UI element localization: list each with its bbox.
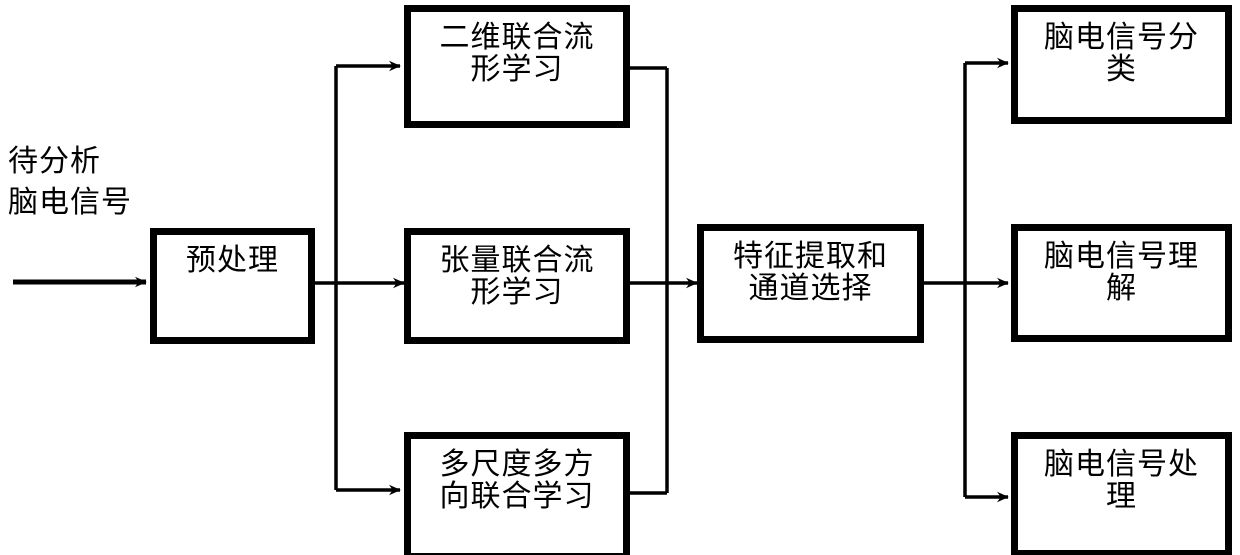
connector-branches-to-feature	[630, 66, 698, 495]
node-two-dim-manifold[interactable]: 二维联合流 形学习	[404, 5, 630, 128]
node-tensor-manifold-label: 张量联合流 形学习	[439, 243, 595, 311]
node-feature-channel-label: 特征提取和 通道选择	[733, 239, 888, 307]
connector-preprocess-to-bus	[315, 60, 405, 496]
node-preprocess[interactable]: 预处理	[150, 228, 315, 344]
node-processing-label: 脑电信号处 理	[1044, 447, 1199, 515]
node-feature-channel[interactable]: 特征提取和 通道选择	[697, 224, 924, 343]
node-processing[interactable]: 脑电信号处 理	[1011, 432, 1232, 555]
node-preprocess-label: 预处理	[186, 243, 279, 278]
node-understanding-label: 脑电信号理 解	[1044, 239, 1199, 307]
node-two-dim-manifold-label: 二维联合流 形学习	[439, 20, 595, 88]
node-understanding[interactable]: 脑电信号理 解	[1011, 224, 1232, 342]
connector-feature-to-outputs	[924, 57, 1009, 503]
node-classification[interactable]: 脑电信号分 类	[1011, 5, 1232, 124]
node-tensor-manifold[interactable]: 张量联合流 形学习	[404, 228, 630, 344]
source-label: 待分析 脑电信号	[8, 144, 132, 221]
node-multiscale-learning[interactable]: 多尺度多方 向联合学习	[404, 432, 630, 555]
node-classification-label: 脑电信号分 类	[1044, 20, 1199, 88]
node-multiscale-learning-label: 多尺度多方 向联合学习	[439, 447, 595, 515]
